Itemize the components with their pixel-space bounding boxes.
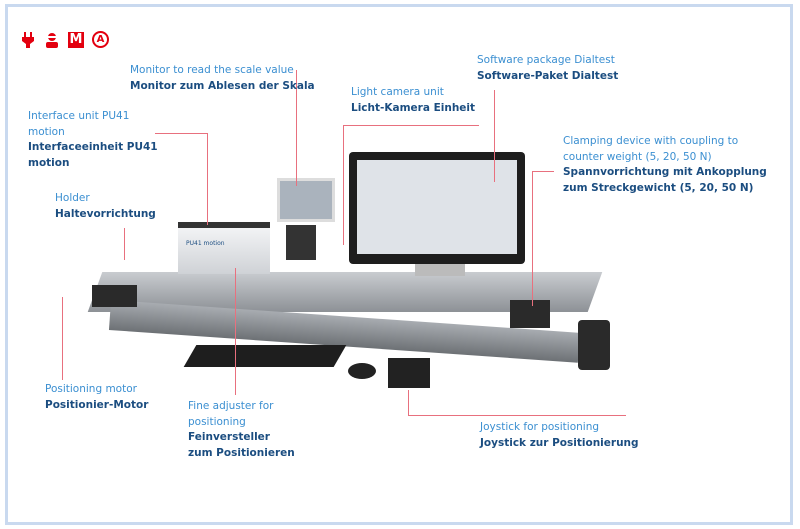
keyboard [183,345,347,367]
label-clamping-en1: Clamping device with coupling to [563,135,739,147]
a-circle-icon: A [92,31,109,48]
m-icon: M [68,31,84,48]
label-fine: Fine adjuster for positioning Feinverste… [188,399,295,461]
label-camera: Light camera unit Licht-Kamera Einheit [351,85,475,116]
label-joystick-en: Joystick for positioning [480,421,600,433]
motor-block [92,285,137,307]
label-interface-en1: Interface unit PU41 [28,110,130,122]
label-software-en: Software package Dialtest [477,54,615,66]
label-clamping-de1: Spannvorrichtung mit Ankopplung [563,166,767,178]
holder-line [124,228,125,260]
counter-weight [578,320,610,370]
label-monitor: Monitor to read the scale value Monitor … [130,63,315,94]
fine-line [235,268,236,395]
label-interface-de1: Interfaceeinheit PU41 [28,141,158,153]
label-motor-de: Positionier-Motor [45,398,149,411]
joystick-line-v [408,390,409,416]
frame-border [5,4,793,525]
monitor-line [296,70,297,186]
interface-unit: PU41 motion [178,222,270,274]
label-interface: Interface unit PU41 motion Interfaceeinh… [28,109,158,171]
label-monitor-en: Monitor to read the scale value [130,64,294,76]
label-joystick: Joystick for positioning Joystick zur Po… [480,420,639,451]
interface-brand: PU41 motion [186,240,225,247]
mouse [348,363,376,379]
label-clamping-de2: zum Streckgewicht (5, 20, 50 N) [563,181,754,194]
label-interface-de2: motion [28,156,70,169]
label-software: Software package Dialtest Software-Paket… [477,53,618,84]
label-fine-de2: zum Positionieren [188,446,295,459]
camera-line-v [343,125,344,245]
joystick-line-h [408,415,626,416]
camera-unit [286,225,316,260]
interface-line-v [207,133,208,225]
label-software-de: Software-Paket Dialtest [477,69,619,82]
label-fine-de1: Feinversteller [188,431,270,443]
label-clamping-en2: counter weight (5, 20, 50 N) [563,150,712,163]
label-holder: Holder Haltevorrichtung [55,191,156,222]
label-camera-de: Licht-Kamera Einheit [351,101,476,114]
motor-line [62,297,63,380]
joystick [388,358,430,388]
label-motor: Positioning motor Positionier-Motor [45,382,148,413]
label-fine-en1: Fine adjuster for [188,400,274,412]
user-icon [44,32,60,48]
label-interface-en2: motion [28,125,65,138]
scale-monitor [277,178,335,222]
pc-monitor [349,152,525,264]
label-holder-de: Haltevorrichtung [55,207,156,220]
interface-line-h [155,133,208,134]
software-line [494,90,495,182]
software-screen [357,160,517,254]
label-holder-en: Holder [55,192,90,204]
label-fine-en2: positioning [188,415,246,428]
label-motor-en: Positioning motor [45,383,137,395]
label-clamping: Clamping device with coupling to counter… [563,134,767,196]
label-joystick-de: Joystick zur Positionierung [480,436,639,449]
label-monitor-de: Monitor zum Ablesen der Skala [130,79,315,92]
clamp-device [510,300,550,328]
label-camera-en: Light camera unit [351,86,444,98]
plug-icon [20,31,36,48]
clamping-line-v [532,171,533,306]
camera-line-h [343,125,479,126]
monitor-stand [415,264,465,276]
feature-icons: M A [20,31,109,48]
clamping-line-h [532,171,554,172]
